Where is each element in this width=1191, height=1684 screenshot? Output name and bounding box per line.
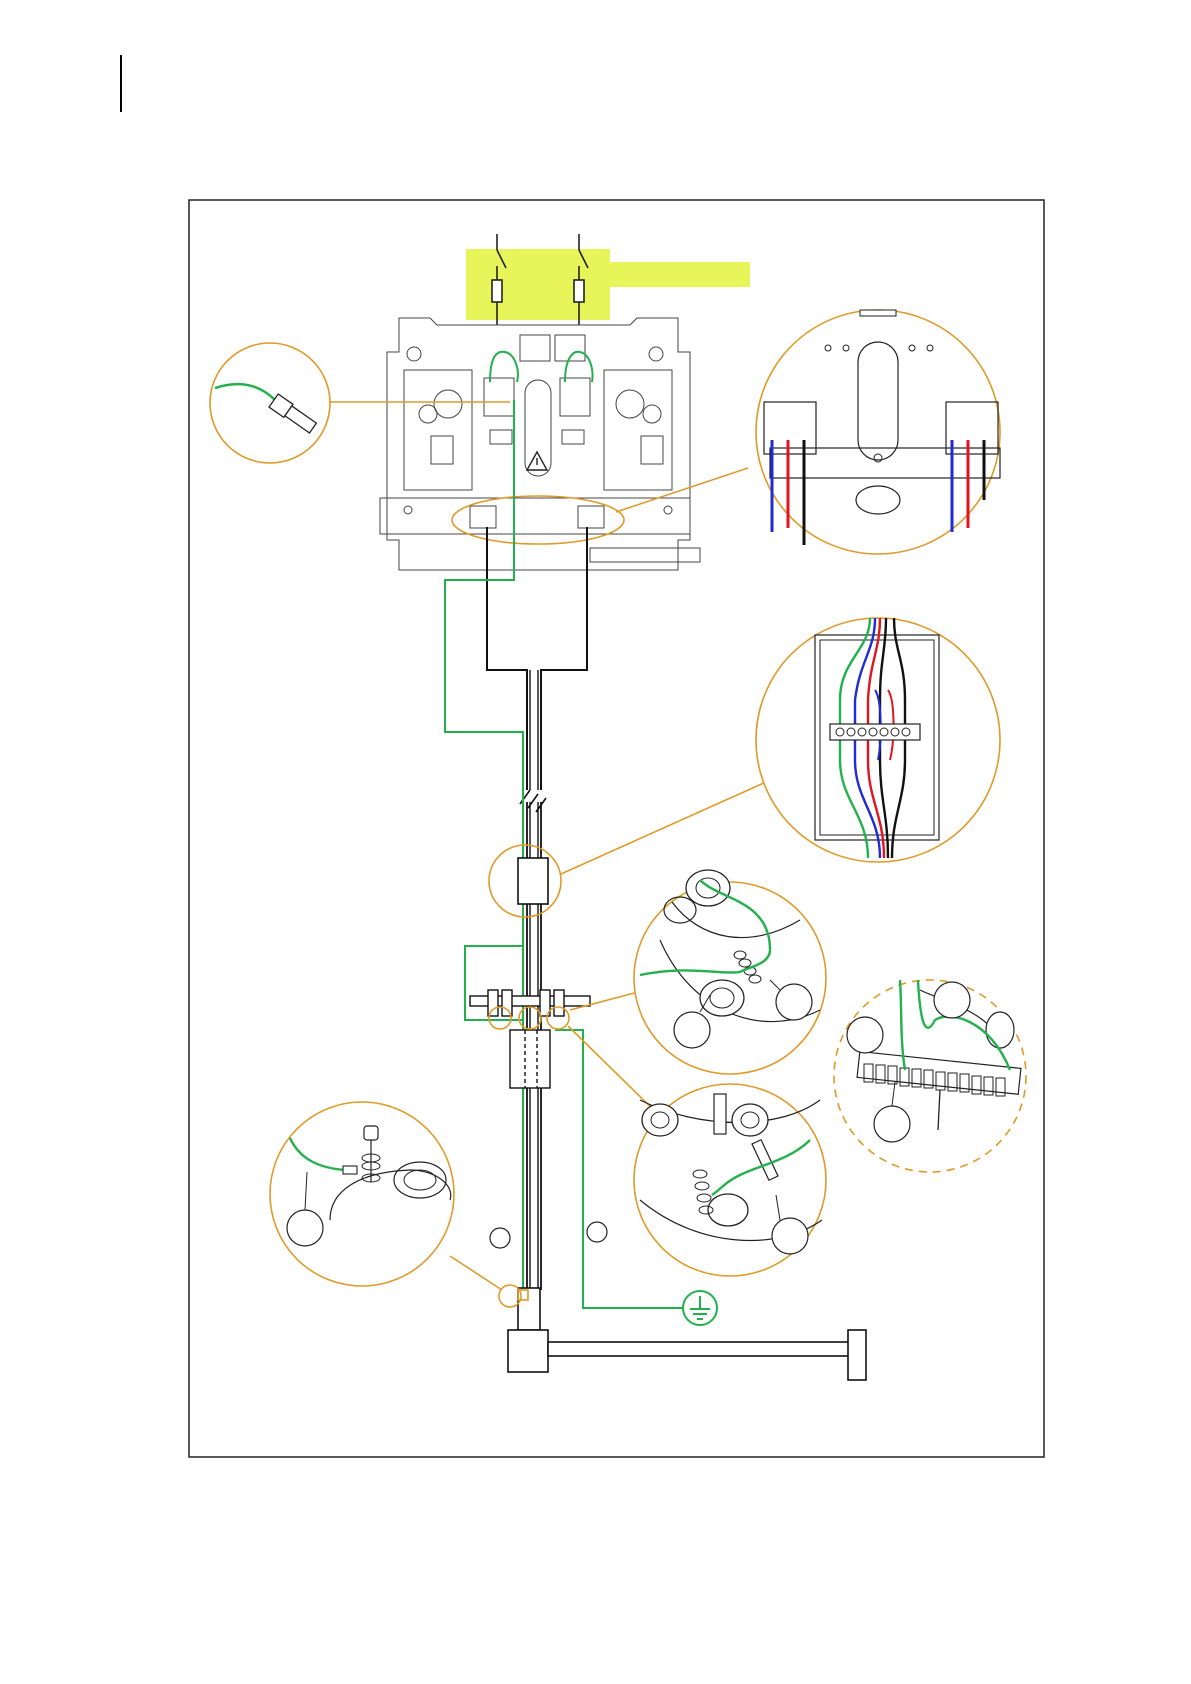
- junction-box-wiring-detail: [756, 618, 1000, 862]
- reference-circle-left: [490, 1228, 510, 1248]
- power-terminal-blocks-detail: [756, 310, 1000, 554]
- mounting-flange: [470, 990, 590, 1088]
- control-panel: [380, 318, 700, 570]
- mast-earth-screw-detail: [270, 1102, 454, 1286]
- flange-left-callout: [489, 1007, 511, 1029]
- mast-arm: [508, 1288, 866, 1380]
- leader-mast-screw: [450, 1256, 502, 1290]
- earth-faston-connector-detail: [210, 343, 330, 463]
- mains-highlight: [466, 249, 750, 320]
- flange-earth-bolt-detail: [634, 1084, 826, 1276]
- protective-earth-icon: [683, 1291, 717, 1325]
- earth-terminal-strip-detail: [834, 980, 1026, 1172]
- leader-junction-box: [561, 782, 766, 874]
- main-cable: [527, 670, 541, 1290]
- break-mark-icon: [515, 790, 553, 812]
- reference-circle-right: [587, 1222, 607, 1242]
- cable-junction-box: [518, 858, 548, 904]
- flange-earth-nut-detail: [634, 870, 826, 1074]
